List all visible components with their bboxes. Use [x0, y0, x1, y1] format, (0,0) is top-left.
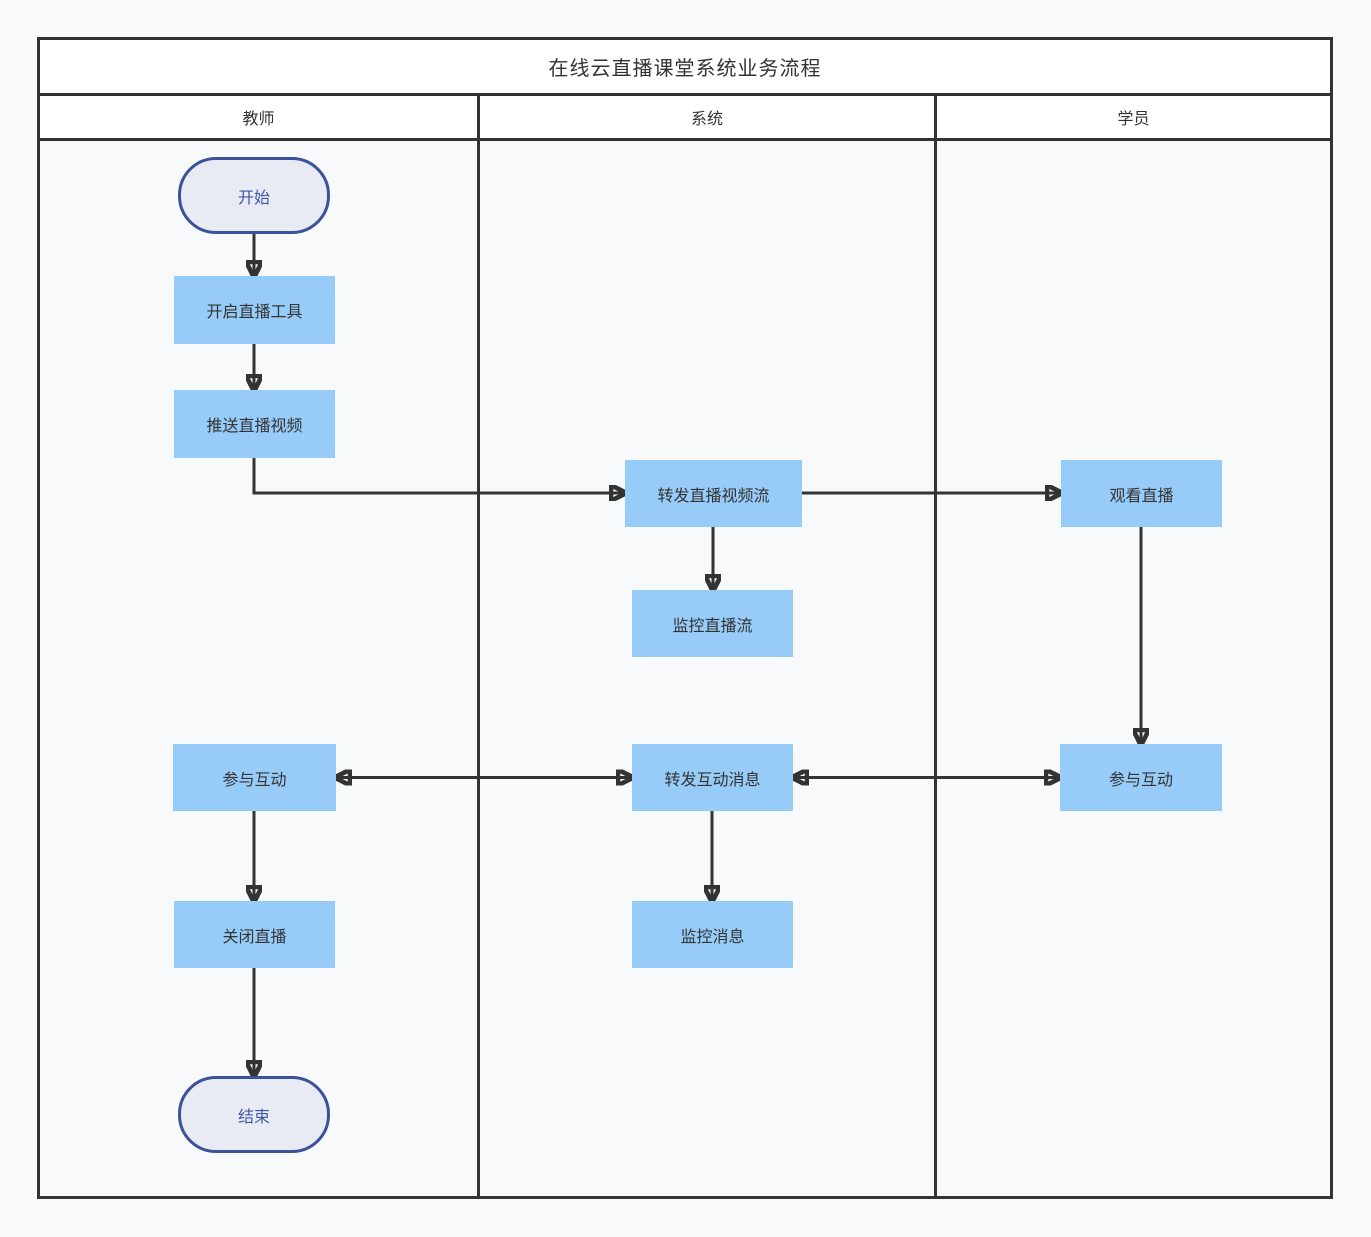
end-node: 结束 [178, 1076, 330, 1153]
process-student-interact: 参与互动 [1060, 744, 1222, 811]
lane-header-row: 教师 系统 学员 [40, 96, 1330, 141]
lane-divider-2 [934, 141, 937, 1196]
process-close-live: 关闭直播 [174, 901, 335, 968]
process-push-live-video: 推送直播视频 [174, 390, 335, 458]
edge-layer [40, 234, 1330, 1196]
process-monitor-stream: 监控直播流 [632, 590, 793, 657]
diagram-title: 在线云直播课堂系统业务流程 [548, 58, 822, 80]
flowchart-frame: 在线云直播课堂系统业务流程 教师 系统 学员 [37, 37, 1333, 1199]
lanes-body: 开始 开启直播工具 推送直播视频 转发直播视频流 观看直播 监控直播流 参与互动… [40, 141, 1330, 1196]
process-monitor-message: 监控消息 [632, 901, 793, 968]
process-forward-interact-message: 转发互动消息 [632, 744, 793, 811]
process-open-live-tool: 开启直播工具 [174, 276, 335, 344]
title-row: 在线云直播课堂系统业务流程 [40, 40, 1330, 96]
process-forward-video-stream: 转发直播视频流 [625, 460, 802, 527]
lane-header-student: 学员 [934, 96, 1330, 138]
start-node: 开始 [178, 157, 330, 234]
lane-header-teacher: 教师 [242, 111, 275, 128]
edge-push-video-to-forward-stream [252, 458, 625, 493]
process-watch-live: 观看直播 [1061, 460, 1222, 527]
lane-divider-1 [477, 141, 480, 1196]
process-teacher-interact: 参与互动 [173, 744, 336, 811]
lane-header-system: 系统 [477, 96, 934, 138]
